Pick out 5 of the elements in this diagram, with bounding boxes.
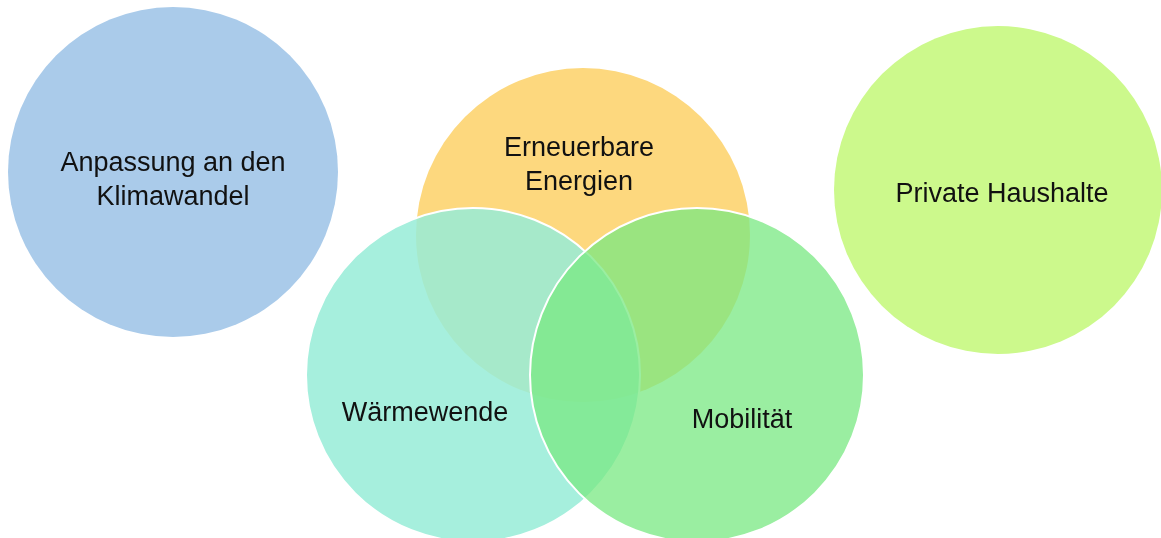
circle-label: Private Haushalte [894, 177, 1110, 211]
circle-label: Anpassung an den Klimawandel [59, 146, 287, 213]
circle-label: Mobilität [690, 403, 794, 437]
circle-label: Erneuerbare Energien [502, 131, 656, 198]
circle-label: Wärmewende [340, 396, 510, 430]
